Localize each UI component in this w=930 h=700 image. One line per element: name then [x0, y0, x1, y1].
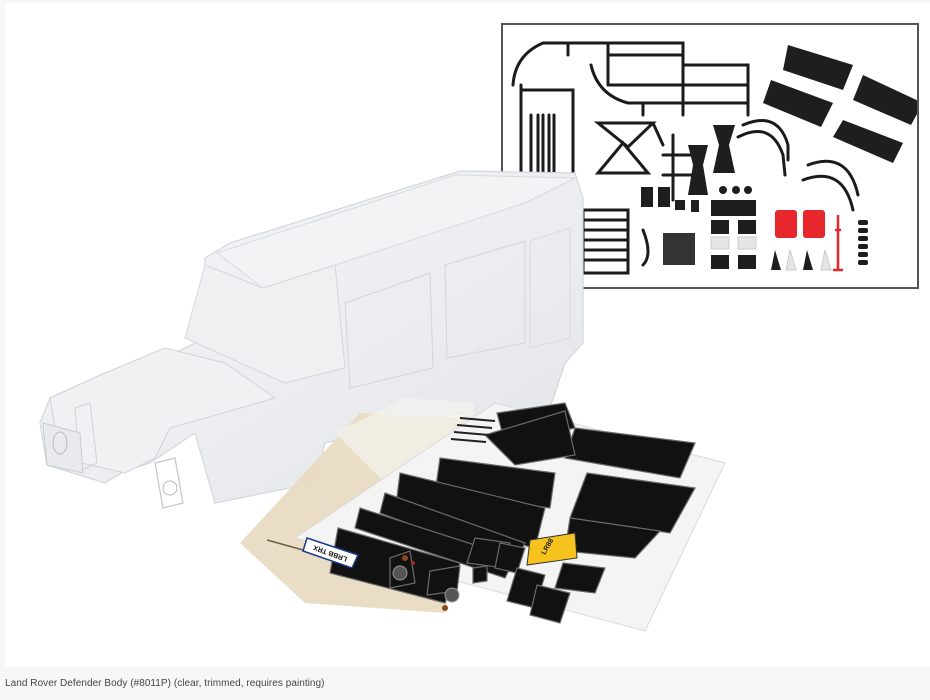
image-caption: Land Rover Defender Body (#8011P) (clear…: [5, 678, 325, 689]
caption-bar: Land Rover Defender Body (#8011P) (clear…: [0, 667, 930, 700]
clear-body-shell: [39, 170, 584, 509]
product-image: LR88 LRBB TRX: [5, 3, 930, 667]
decal-sheet: LR88 LRBB TRX: [240, 398, 726, 632]
accessory-parts-tree: [511, 41, 917, 275]
